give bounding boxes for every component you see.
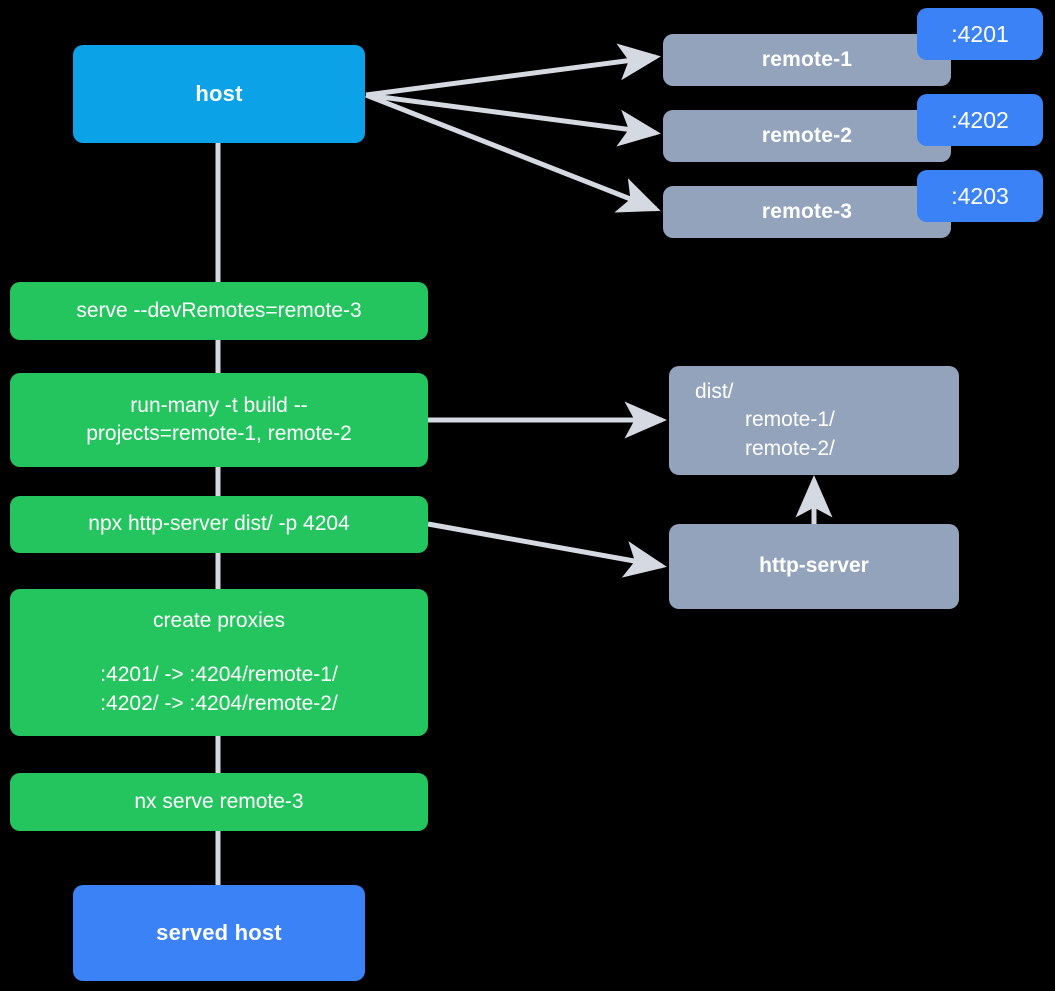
- command-create-proxies-rule-1: :4201/ -> :4204/remote-1/: [100, 663, 338, 687]
- port-badge-remote-1: :4201: [917, 8, 1043, 60]
- node-dist-folder-text: dist/ remote-1/ remote-2/: [669, 378, 959, 463]
- node-host[interactable]: host: [73, 45, 365, 143]
- command-nx-serve-remote-3[interactable]: nx serve remote-3: [10, 773, 428, 831]
- command-npx-http-server[interactable]: npx http-server dist/ -p 4204: [10, 496, 428, 553]
- command-run-many-build-text: run-many -t build -- projects=remote-1, …: [24, 392, 414, 449]
- port-badge-remote-3-label: :4203: [951, 182, 1009, 209]
- command-serve-dev-remotes[interactable]: serve --devRemotes=remote-3: [10, 282, 428, 340]
- command-serve-dev-remotes-label: serve --devRemotes=remote-3: [76, 298, 362, 322]
- port-badge-remote-3: :4203: [917, 170, 1043, 222]
- node-host-label: host: [195, 81, 243, 107]
- node-remote-2[interactable]: remote-2: [663, 110, 951, 162]
- command-nx-serve-remote-3-label: nx serve remote-3: [134, 789, 304, 813]
- npx-to-httpserver-edge: [427, 521, 667, 578]
- node-served-host[interactable]: served host: [73, 885, 365, 981]
- node-remote-1-label: remote-1: [761, 47, 853, 71]
- node-http-server-label: http-server: [759, 554, 869, 578]
- command-create-proxies-text: create proxies :4201/ -> :4204/remote-1/…: [24, 607, 414, 718]
- node-remote-3-label: remote-3: [761, 199, 853, 223]
- node-dist-child-1-label: remote-1/: [745, 408, 835, 432]
- node-dist-folder[interactable]: dist/ remote-1/ remote-2/: [669, 366, 959, 475]
- command-create-proxies-rule-2: :4202/ -> :4204/remote-2/: [100, 691, 338, 715]
- port-badge-remote-2-label: :4202: [951, 106, 1009, 133]
- node-remote-1[interactable]: remote-1: [663, 34, 951, 86]
- command-create-proxies-title: create proxies: [153, 608, 285, 632]
- port-badge-remote-2: :4202: [917, 94, 1043, 146]
- port-badge-remote-1-label: :4201: [951, 20, 1009, 47]
- command-create-proxies[interactable]: create proxies :4201/ -> :4204/remote-1/…: [10, 589, 428, 736]
- node-http-server[interactable]: http-server: [669, 524, 959, 609]
- host-to-remotes-edges: [365, 43, 661, 213]
- node-served-host-label: served host: [156, 920, 282, 946]
- node-dist-child-2-label: remote-2/: [745, 436, 835, 460]
- command-run-many-build[interactable]: run-many -t build -- projects=remote-1, …: [10, 373, 428, 467]
- command-npx-http-server-label: npx http-server dist/ -p 4204: [88, 512, 350, 536]
- command-run-many-build-line-2: projects=remote-1, remote-2: [86, 422, 352, 445]
- node-remote-2-label: remote-2: [761, 123, 853, 147]
- node-remote-3[interactable]: remote-3: [663, 186, 951, 238]
- node-dist-root-label: dist/: [695, 379, 734, 403]
- command-create-proxies-spacer: [24, 635, 414, 661]
- command-run-many-build-line-1: run-many -t build --: [130, 393, 308, 417]
